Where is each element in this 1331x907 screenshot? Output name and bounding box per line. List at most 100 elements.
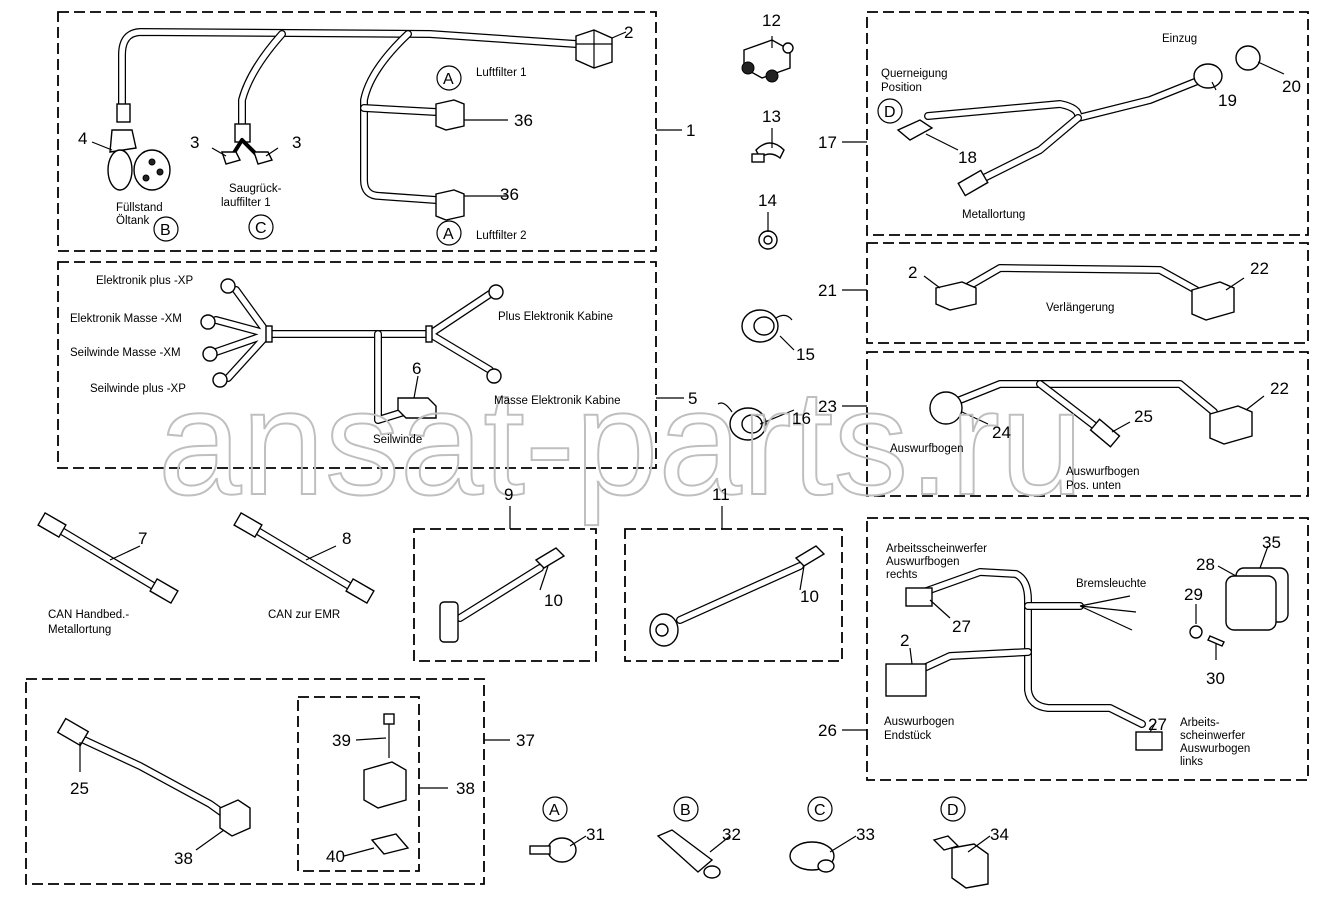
callout-10: 10 xyxy=(800,587,819,606)
label-luftfilter-1: Luftfilter 1 xyxy=(476,67,527,79)
callout-15: 15 xyxy=(796,345,815,364)
label-pos-unten: Pos. unten xyxy=(1066,480,1121,492)
callout-18: 18 xyxy=(958,148,977,167)
sensor-4-plug xyxy=(133,149,171,191)
label-arbeitsscheinwerfer-r: Arbeitsscheinwerfer xyxy=(886,543,987,555)
callout-27: 27 xyxy=(1148,715,1167,734)
group-box-9 xyxy=(413,528,597,662)
harness-23 xyxy=(929,380,1253,448)
group-box-21 xyxy=(866,242,1309,344)
circle-letter-b: B xyxy=(680,802,691,819)
connector-36b xyxy=(435,189,465,221)
callout-37: 37 xyxy=(516,731,535,750)
callout-2: 2 xyxy=(908,263,917,282)
connector-38 xyxy=(219,799,251,837)
label-position: Position xyxy=(881,82,922,94)
callout-14: 14 xyxy=(758,191,777,210)
group-box-17 xyxy=(866,11,1309,236)
label-can-handbed: CAN Handbed.- xyxy=(48,609,129,621)
gasket-40 xyxy=(370,833,410,855)
cable-9 xyxy=(439,547,566,643)
label-querneigung: Querneigung xyxy=(881,68,948,80)
callout-23: 23 xyxy=(818,397,837,416)
group-box-1 xyxy=(57,11,657,252)
callout-12: 12 xyxy=(762,11,781,30)
group-box-38 xyxy=(297,696,420,872)
callout-9: 9 xyxy=(504,485,513,504)
label-saugrueck: Saugrück- xyxy=(229,183,282,195)
circle-letter-b: B xyxy=(160,222,171,239)
sensor-32 xyxy=(656,829,721,879)
group-box-11 xyxy=(624,528,843,662)
callout-38: 38 xyxy=(174,849,193,868)
callout-17: 17 xyxy=(818,133,837,152)
callout-6: 6 xyxy=(412,359,421,378)
group-box-5 xyxy=(57,261,657,469)
label-scheinwerfer-l: scheinwerfer xyxy=(1180,730,1245,742)
terminal-3a xyxy=(221,151,242,165)
callout-10: 10 xyxy=(544,591,563,610)
sensor-33 xyxy=(789,841,835,873)
callout-27: 27 xyxy=(952,617,971,636)
callout-28: 28 xyxy=(1196,555,1215,574)
connector-18 xyxy=(896,119,934,141)
callout-3: 3 xyxy=(190,133,199,152)
callout-26: 26 xyxy=(818,721,837,740)
watermark: ansat-parts.ru xyxy=(158,358,1083,526)
callout-4: 4 xyxy=(78,129,87,148)
callout-22: 22 xyxy=(1270,379,1289,398)
callout-24: 24 xyxy=(992,423,1011,442)
callout-3: 3 xyxy=(292,133,301,152)
connector-22b xyxy=(1209,405,1253,445)
label-seilwinde-plus: Seilwinde plus -XP xyxy=(90,383,186,395)
label-can-emr: CAN zur EMR xyxy=(268,609,340,621)
connector-22a xyxy=(1191,281,1235,321)
callout-39: 39 xyxy=(332,731,351,750)
label-lauffilter: lauffilter 1 xyxy=(221,197,271,209)
callout-36: 36 xyxy=(500,185,519,204)
sensor-4-body xyxy=(109,129,137,153)
connector-24 xyxy=(929,391,963,425)
connector-19 xyxy=(1193,63,1223,89)
callout-31: 31 xyxy=(586,825,605,844)
label-auswurbogen-l: Auswurbogen xyxy=(1180,743,1250,755)
group-box-37 xyxy=(25,678,485,885)
callout-22: 22 xyxy=(1250,259,1269,278)
callout-25: 25 xyxy=(70,779,89,798)
label-einzug: Einzug xyxy=(1162,33,1197,45)
callout-13: 13 xyxy=(762,107,781,126)
harness-17 xyxy=(896,45,1261,197)
sleeve xyxy=(116,103,131,123)
circle-letter-d: D xyxy=(947,802,959,819)
connector-6 xyxy=(397,397,437,419)
callout-32: 32 xyxy=(722,825,741,844)
callout-1: 1 xyxy=(686,121,695,140)
callout-16: 16 xyxy=(792,409,811,428)
cable-11 xyxy=(649,545,826,647)
harness-5 xyxy=(200,278,504,424)
part-12 xyxy=(741,39,794,83)
callout-40: 40 xyxy=(326,847,345,866)
label-elektronik-plus: Elektronik plus -XP xyxy=(96,275,193,287)
callout-11: 11 xyxy=(712,485,730,504)
label-plus-kabine: Plus Elektronik Kabine xyxy=(498,311,613,323)
callout-36: 36 xyxy=(514,111,533,130)
cable-8 xyxy=(233,511,375,605)
label-auswurfbogen-pos: Auswurfbogen xyxy=(1066,466,1140,478)
callout-34: 34 xyxy=(990,825,1009,844)
callout-2: 2 xyxy=(624,23,633,42)
part-14 xyxy=(758,230,778,250)
circle-letter-a: A xyxy=(443,226,454,243)
harness-26 xyxy=(885,567,1289,751)
connector-2b xyxy=(935,281,977,311)
label-endstueck: Endstück xyxy=(884,730,932,742)
label-links: links xyxy=(1180,756,1203,768)
circle-letter-a: A xyxy=(549,802,560,819)
cap-20 xyxy=(1235,45,1261,71)
callout-5: 5 xyxy=(688,389,697,408)
callout-7: 7 xyxy=(138,529,147,548)
callout-21: 21 xyxy=(818,281,837,300)
harness-21 xyxy=(935,264,1235,321)
